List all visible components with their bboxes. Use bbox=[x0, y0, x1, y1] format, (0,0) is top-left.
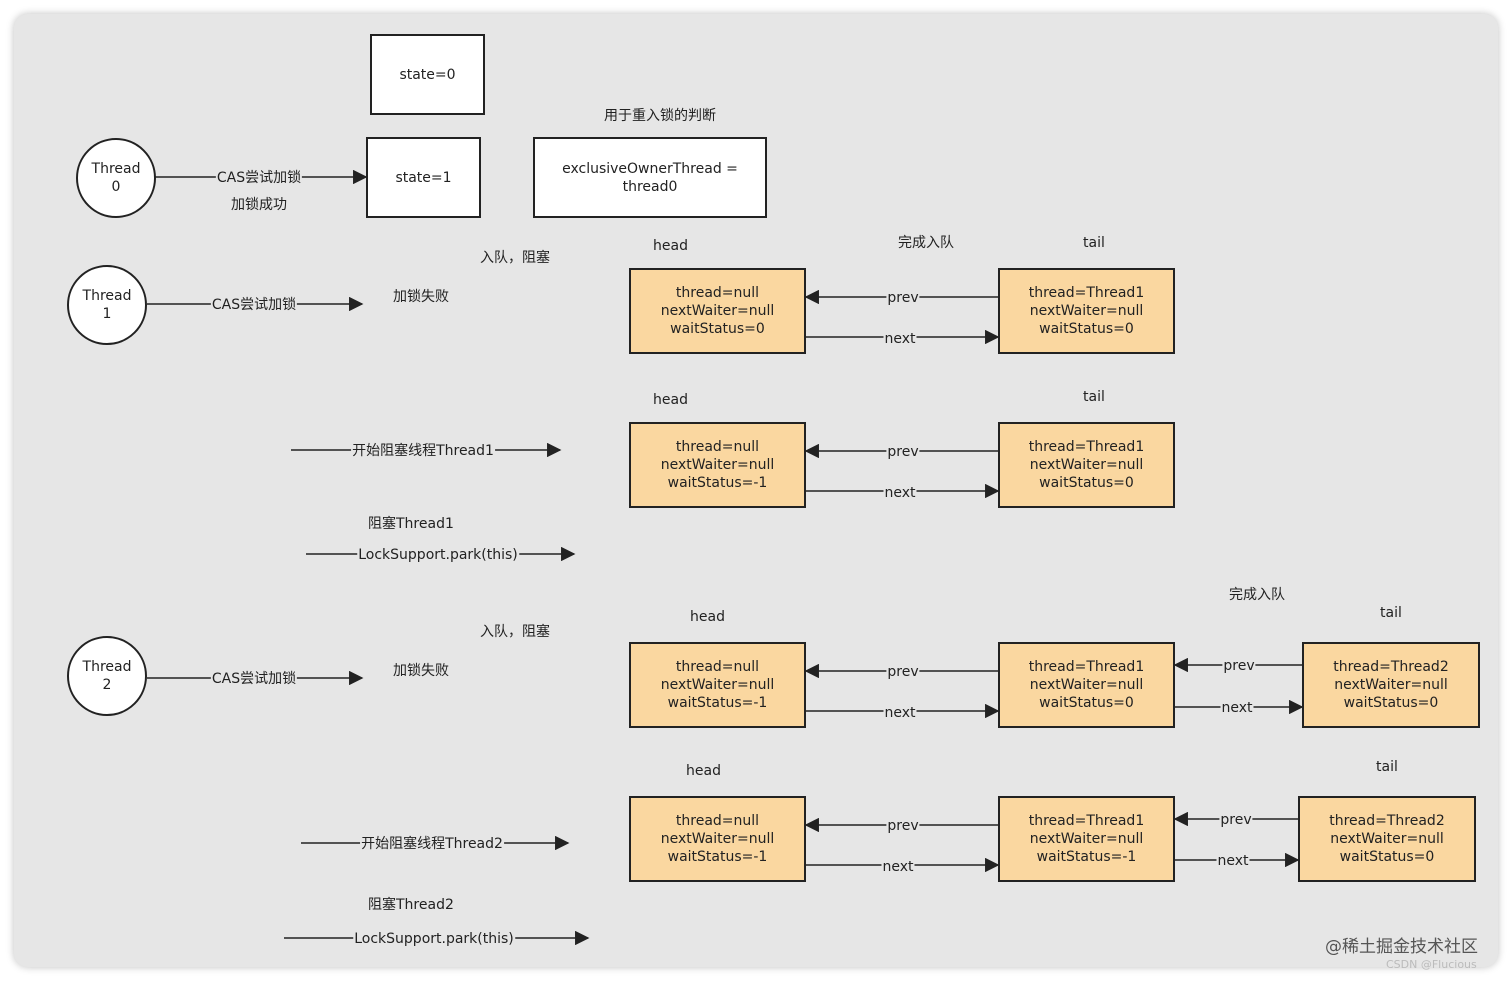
label-prev-r4b: prev bbox=[1219, 812, 1253, 828]
reentrant-note: 用于重入锁的判断 bbox=[604, 108, 716, 124]
label-tail-r3: tail bbox=[1380, 605, 1402, 621]
queue-node-t1-r3: thread=Thread1 nextWaiter=null waitStatu… bbox=[998, 642, 1175, 728]
queue-node-head-r3: thread=null nextWaiter=null waitStatus=-… bbox=[629, 642, 806, 728]
queue-node-t2-r4: thread=Thread2 nextWaiter=null waitStatu… bbox=[1298, 796, 1476, 882]
owner-thread-box: exclusiveOwnerThread = thread0 bbox=[533, 137, 767, 218]
label-enqueue-block-t1: 入队，阻塞 bbox=[480, 250, 550, 266]
label-head-r4: head bbox=[686, 763, 721, 779]
label-next-r3b: next bbox=[1220, 700, 1254, 716]
state-1-box: state=1 bbox=[366, 137, 481, 218]
queue-node-head-r1: thread=null nextWaiter=null waitStatus=0 bbox=[629, 268, 806, 354]
label-block-t1: 阻塞Thread1 bbox=[368, 516, 454, 532]
thread-0-node: Thread 0 bbox=[76, 138, 156, 218]
label-lock-fail-t2: 加锁失败 bbox=[393, 663, 449, 679]
queue-node-t2-r3: thread=Thread2 nextWaiter=null waitStatu… bbox=[1302, 642, 1480, 728]
label-prev-r3b: prev bbox=[1222, 658, 1256, 674]
state-0-box: state=0 bbox=[370, 34, 485, 115]
label-lock-fail-t1: 加锁失败 bbox=[393, 289, 449, 305]
label-next-r3a: next bbox=[883, 705, 917, 721]
label-head-r1: head bbox=[653, 238, 688, 254]
label-prev-r3a: prev bbox=[886, 664, 920, 680]
label-next-r1: next bbox=[883, 331, 917, 347]
queue-node-t1-r2: thread=Thread1 nextWaiter=null waitStatu… bbox=[998, 422, 1175, 508]
label-cas-t2: CAS尝试加锁 bbox=[210, 671, 298, 687]
label-park-t2: LockSupport.park(this) bbox=[353, 931, 515, 947]
label-start-block-t2: 开始阻塞线程Thread2 bbox=[360, 836, 504, 852]
label-enqueue-done-r1: 完成入队 bbox=[898, 235, 954, 251]
label-next-r4a: next bbox=[881, 859, 915, 875]
thread-2-node: Thread 2 bbox=[67, 636, 147, 716]
label-park-t1: LockSupport.park(this) bbox=[357, 547, 519, 563]
label-cas-t0: CAS尝试加锁 bbox=[215, 170, 303, 186]
label-tail-r1: tail bbox=[1083, 235, 1105, 251]
label-next-r4b: next bbox=[1216, 853, 1250, 869]
label-tail-r2: tail bbox=[1083, 389, 1105, 405]
label-prev-r1: prev bbox=[886, 290, 920, 306]
watermark-main: @稀土掘金技术社区 bbox=[1325, 937, 1478, 957]
label-head-r2: head bbox=[653, 392, 688, 408]
queue-node-t1-r1: thread=Thread1 nextWaiter=null waitStatu… bbox=[998, 268, 1175, 354]
queue-node-head-r4: thread=null nextWaiter=null waitStatus=-… bbox=[629, 796, 806, 882]
thread-1-node: Thread 1 bbox=[67, 265, 147, 345]
label-enqueue-block-t2: 入队，阻塞 bbox=[480, 624, 550, 640]
label-prev-r2: prev bbox=[886, 444, 920, 460]
label-enqueue-done-r3: 完成入队 bbox=[1229, 587, 1285, 603]
label-head-r3: head bbox=[690, 609, 725, 625]
diagram-panel: Thread 0 Thread 1 Thread 2 state=0 state… bbox=[14, 14, 1498, 971]
label-lock-success: 加锁成功 bbox=[231, 197, 287, 213]
queue-node-t1-r4: thread=Thread1 nextWaiter=null waitStatu… bbox=[998, 796, 1175, 882]
queue-node-head-r2: thread=null nextWaiter=null waitStatus=-… bbox=[629, 422, 806, 508]
label-block-t2: 阻塞Thread2 bbox=[368, 897, 454, 913]
label-cas-t1: CAS尝试加锁 bbox=[210, 297, 298, 313]
label-next-r2: next bbox=[883, 485, 917, 501]
label-start-block-t1: 开始阻塞线程Thread1 bbox=[351, 443, 495, 459]
label-tail-r4: tail bbox=[1376, 759, 1398, 775]
watermark-sub: CSDN @Flucious bbox=[1386, 958, 1477, 971]
label-prev-r4a: prev bbox=[886, 818, 920, 834]
